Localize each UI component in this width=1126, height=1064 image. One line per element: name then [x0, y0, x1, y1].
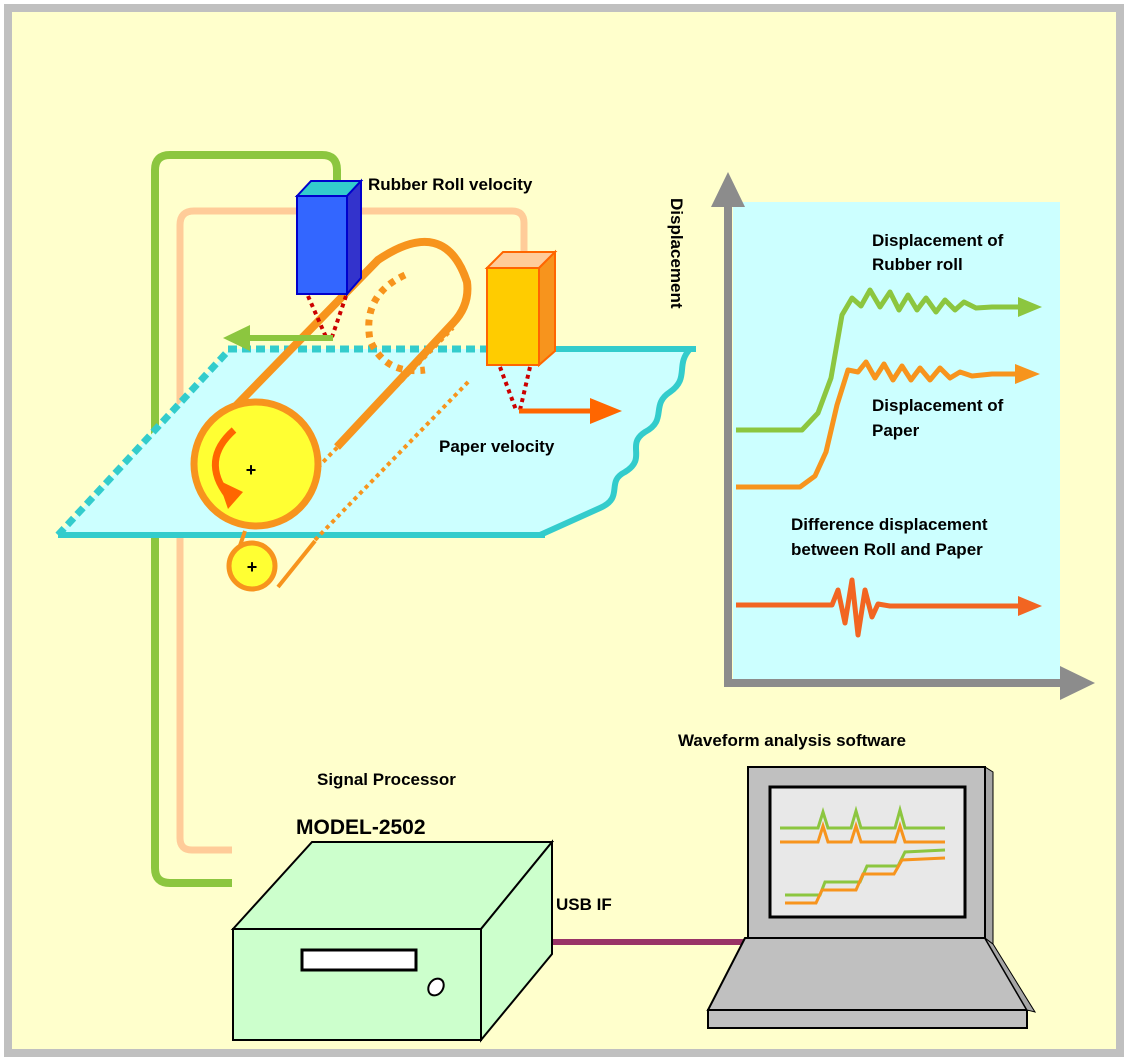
paper-label-line-2: Paper — [872, 421, 920, 440]
rubber-roll-velocity-sensor — [294, 178, 364, 297]
small-roll-center-mark: + — [247, 557, 258, 577]
belt-lower-line — [276, 539, 317, 589]
peach-sensor-cable — [176, 207, 528, 854]
rubber-roll-label-line-1: Displacement of — [872, 231, 1004, 250]
laptop — [706, 766, 1037, 1029]
paper-wavy-edge — [538, 346, 693, 538]
small-roll — [226, 540, 278, 592]
graph-panel — [733, 202, 1060, 679]
paper-displacement-label: Displacement of Paper — [872, 396, 1008, 440]
difference-trace-arrowhead — [1018, 596, 1042, 616]
paper-displacement-trace — [736, 359, 1015, 490]
paper-trace-arrowhead — [1015, 364, 1040, 384]
paper-label-line-1: Displacement of — [872, 396, 1004, 415]
screen-trace-orange-steps — [785, 856, 946, 905]
belt-bottom-dotted-1 — [260, 326, 455, 527]
usb-if-label: USB IF — [556, 895, 612, 914]
graph-y-axis-label: Displacement — [667, 198, 686, 309]
graph-y-axis-arrowhead — [711, 172, 745, 207]
belt-hidden-back — [365, 271, 426, 375]
difference-label-line-2: between Roll and Paper — [791, 540, 983, 559]
rubber-roll-displacement-trace — [736, 287, 1018, 433]
rubber-roll-label-line-2: Rubber roll — [872, 255, 963, 274]
waveform-software-label: Waveform analysis software — [678, 731, 906, 750]
rubber-roll-velocity-label: Rubber Roll velocity — [368, 175, 533, 194]
difference-label-line-1: Difference displacement — [791, 515, 988, 534]
belt-top-line — [222, 237, 472, 450]
processor-display-window — [300, 948, 418, 972]
roll-direction-arrow-head — [223, 325, 250, 351]
graph-x-axis-arrowhead — [1060, 666, 1095, 700]
signal-processor-label: Signal Processor — [317, 770, 456, 789]
rotation-arrow-head — [218, 480, 243, 509]
rubber-roll-displacement-label: Displacement of Rubber roll — [872, 231, 1008, 274]
paper-velocity-sensor — [484, 249, 558, 368]
difference-displacement-label: Difference displacement between Roll and… — [791, 515, 992, 559]
green-sensor-cable — [151, 151, 341, 887]
paper-direction-arrow-head — [590, 398, 622, 424]
processor-knob — [427, 977, 445, 997]
rubber-roll-trace-arrowhead — [1018, 297, 1042, 317]
roll-center-mark: + — [246, 460, 257, 480]
signal-processor-box — [230, 839, 555, 1043]
screen-trace-orange-pulses — [780, 820, 945, 844]
belt-bottom-dotted-2 — [313, 378, 472, 542]
laptop-screen — [768, 785, 967, 919]
screen-trace-green-pulses — [780, 804, 945, 830]
difference-displacement-trace — [736, 577, 1018, 638]
model-label: MODEL-2502 — [296, 816, 426, 839]
paper-velocity-label: Paper velocity — [439, 437, 555, 456]
